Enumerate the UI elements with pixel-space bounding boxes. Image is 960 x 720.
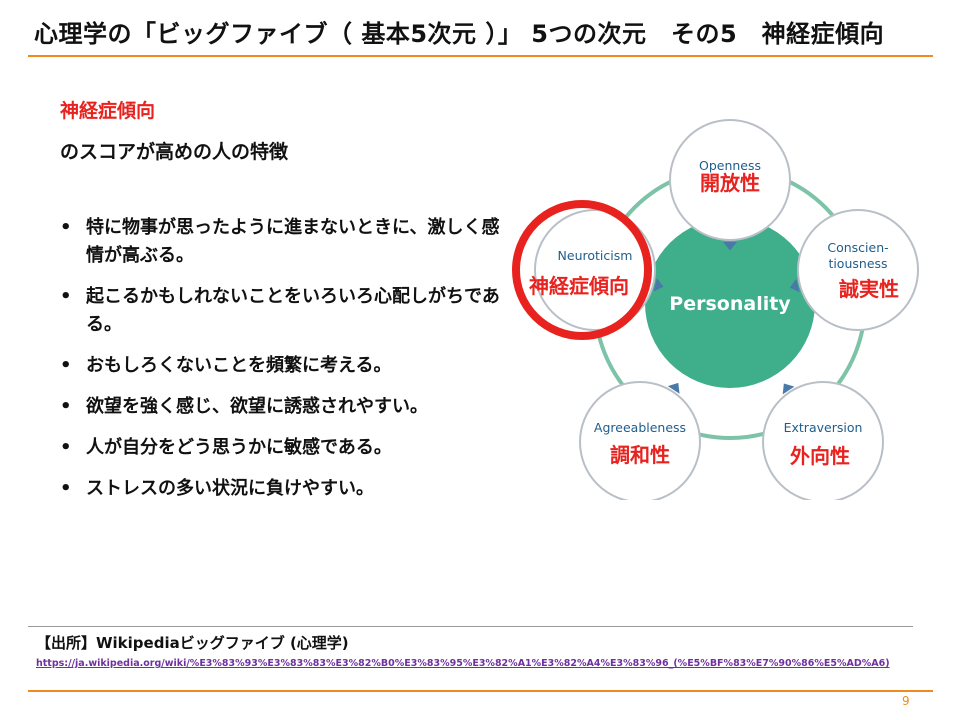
trait-name-ja: 誠実性 [839,277,899,301]
personality-label: Personality [669,293,791,315]
personality-center [645,218,815,388]
trait-name-ja: 開放性 [700,171,760,195]
title-underline [28,55,933,57]
page-number: 9 [902,694,910,708]
trait-arrow [653,277,664,292]
slide-title: 心理学の「ビッグファイブ（ 基本5次元 ）」 5つの次元 その5 神経症傾向 [34,20,885,48]
trait-node [797,209,919,331]
trait-bullet-list: 特に物事が思ったように進まないときに、激しく感情が高ぶる。 起こるかもしれないこ… [60,214,500,503]
trait-name-en: Agreeableness [594,420,686,435]
trait-subheading: のスコアが高めの人の特徴 [60,141,289,163]
source-citation: 【出所】Wikipediaビッグファイブ (心理学) [36,634,349,652]
trait-node [534,209,656,331]
bullet-item: 特に物事が思ったように進まないときに、激しく感情が高ぶる。 [60,214,500,270]
traits-panel: 神経症傾向 のスコアが高めの人の特徴 特に物事が思ったように進まないときに、激し… [60,96,500,516]
bullet-item: おもしろくないことを頻繁に考える。 [60,352,500,380]
trait-name-en: tiousness [828,256,887,271]
trait-heading: 神経症傾向 [60,100,156,122]
trait-name-en: Openness [699,158,761,173]
source-link[interactable]: https://ja.wikipedia.org/wiki/%E3%83%93%… [36,658,890,669]
footer-rule [28,690,933,692]
bullet-item: 欲望を強く感じ、欲望に誘惑されやすい。 [60,393,500,421]
bullet-item: ストレスの多い状況に負けやすい。 [60,475,500,503]
trait-name-ja: 神経症傾向 [529,274,629,298]
bullet-item: 起こるかもしれないことをいろいろ心配しがちである。 [60,283,500,339]
highlight-circle [512,200,652,340]
trait-node [579,381,701,503]
big-five-diagram-svg: Personality OpennessConscien-tiousnessExt… [512,119,919,503]
trait-name-en: Extraversion [784,420,863,435]
bullet-item: 人が自分をどう思うかに敏感である。 [60,434,500,462]
footer-divider [28,626,913,627]
trait-name-ja: 外向性 [790,444,850,468]
trait-arrow [782,383,795,395]
trait-node [669,119,791,241]
trait-arrow [723,242,737,251]
trait-name-en: Conscien- [827,240,888,255]
trait-arrow [667,382,680,394]
trait-arrow [789,278,800,293]
trait-name-en: Neuroticism [558,248,633,263]
trait-node [762,381,884,503]
trait-name-ja: 調和性 [610,443,670,467]
